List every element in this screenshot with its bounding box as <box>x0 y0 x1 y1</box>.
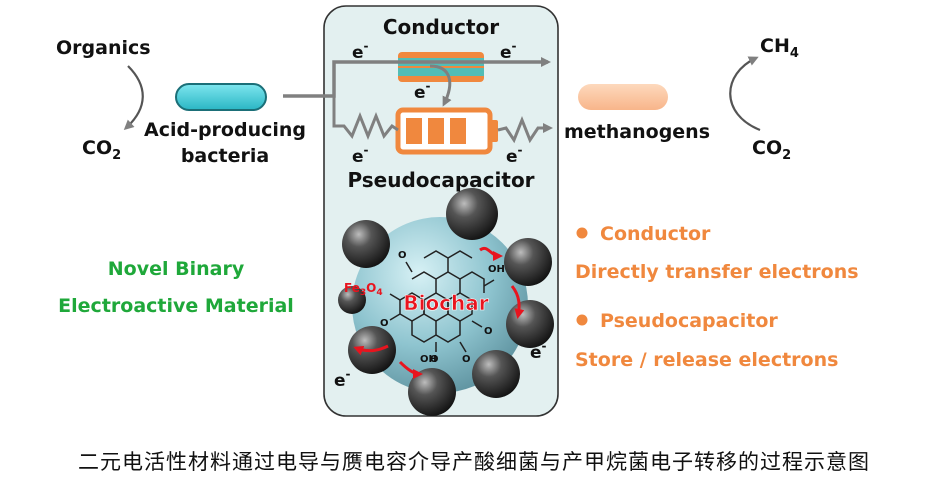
o-group-label: O <box>430 354 439 365</box>
legend-bullet <box>576 314 588 326</box>
oh-group-label: OH <box>420 354 437 365</box>
electron-label: e- <box>530 339 547 363</box>
zigzag-right-arrow <box>497 115 553 144</box>
legend-conductor-desc: Directly transfer electrons <box>575 261 859 283</box>
o-group-label: O <box>462 354 471 365</box>
electroactive-material-label: Electroactive Material <box>58 295 294 317</box>
acid-bacteria-label-line1: Acid-producing <box>144 119 306 141</box>
electron-label: e- <box>500 39 517 63</box>
graphene-sheet <box>389 250 495 353</box>
pseudocapacitor-battery <box>395 107 498 155</box>
co2-left-label: CO2 <box>82 137 121 163</box>
acid-bacteria-label-line2: bacteria <box>181 145 269 167</box>
legend-pseudocapacitor-title: Pseudocapacitor <box>600 310 778 332</box>
legend-pseudocapacitor-desc: Store / release electrons <box>575 349 838 371</box>
zigzag-left-arrow <box>332 96 399 141</box>
red-arrow-left <box>353 344 389 356</box>
fe3o4-nanoparticles <box>338 188 554 416</box>
acid-bacteria-capsule <box>175 83 267 111</box>
legend-bullet <box>576 227 588 239</box>
legend-conductor-title: Conductor <box>600 223 711 245</box>
red-arrow-bottom <box>398 360 423 379</box>
o-group-label: O <box>380 318 389 329</box>
electron-label: e- <box>506 143 523 167</box>
electron-label: e- <box>352 143 369 167</box>
novel-binary-label: Novel Binary <box>108 258 245 280</box>
right-cycle-arrow <box>729 56 761 132</box>
methanogens-label: methanogens <box>564 121 710 143</box>
pseudocapacitor-title: Pseudocapacitor <box>347 168 534 192</box>
flow-arrow-main <box>283 57 551 98</box>
fe3o4-label: Fe3O4 <box>344 281 383 298</box>
biochar-label: Biochar <box>403 291 488 315</box>
figure-caption: 二元电活性材料通过电导与赝电容介导产酸细菌与产甲烷菌电子转移的过程示意图 <box>78 450 870 474</box>
conductor-title: Conductor <box>383 15 499 39</box>
left-cycle-arrow <box>123 65 144 131</box>
electron-label: e- <box>352 39 369 63</box>
organics-label: Organics <box>56 37 151 59</box>
ch4-label: CH4 <box>760 35 799 61</box>
conductor-to-battery-arrow <box>429 64 452 107</box>
electron-label: e- <box>414 79 431 103</box>
methanogen-capsule <box>578 84 668 110</box>
red-arrow-right <box>510 285 525 319</box>
oh-group-label: OH <box>488 264 505 275</box>
electron-label: e- <box>334 367 351 391</box>
legend: Conductor Directly transfer electrons Ps… <box>575 223 859 371</box>
red-arrow-top <box>479 246 503 261</box>
o-group-label: O <box>398 250 407 261</box>
biochar-sphere <box>352 217 528 393</box>
co2-right-label: CO2 <box>752 137 791 163</box>
o-group-label: O <box>484 326 493 337</box>
